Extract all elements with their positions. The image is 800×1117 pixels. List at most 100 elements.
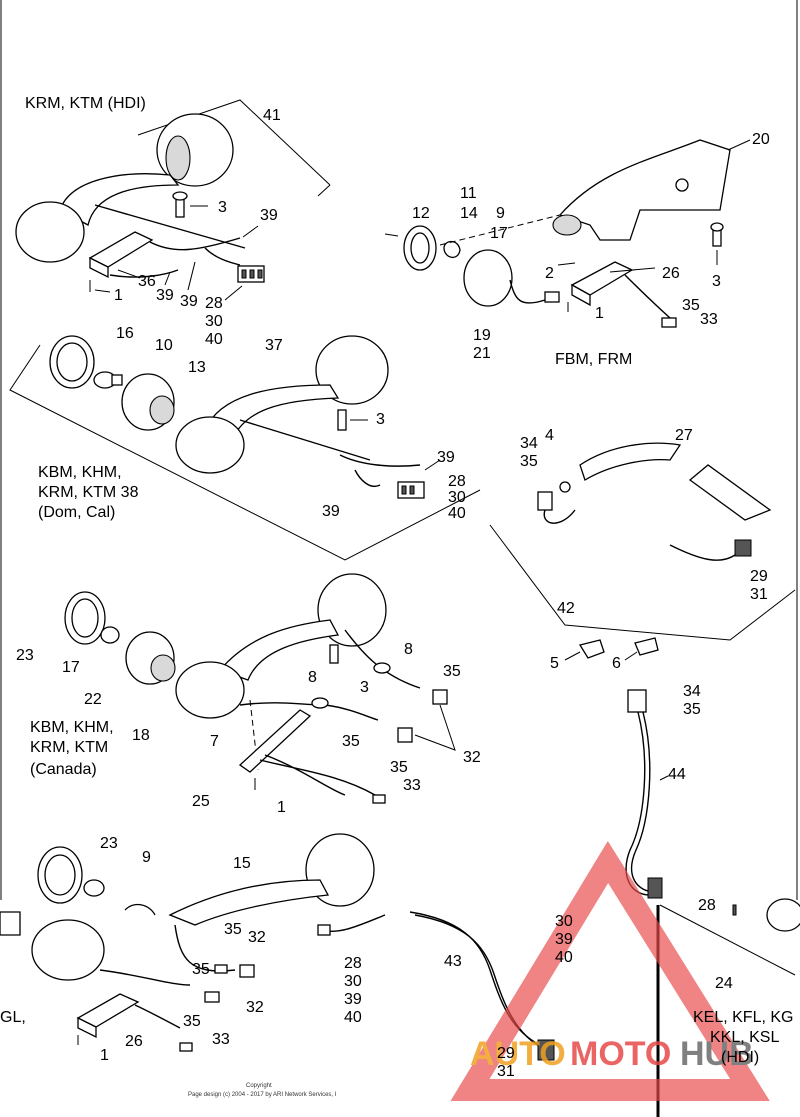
callout-6: 6 xyxy=(612,655,621,672)
callout-40: 40 xyxy=(448,505,466,522)
caption-gl: GL, xyxy=(0,1009,26,1026)
callout-39: 39 xyxy=(437,449,455,466)
watermark-part2: MOTO xyxy=(570,1035,671,1073)
watermark-logo: AUTO MOTO HUB xyxy=(450,840,770,1101)
caption-dom-cal-line2: KRM, KTM 38 xyxy=(38,484,139,501)
callout-35: 35 xyxy=(192,961,210,978)
callout-33: 33 xyxy=(700,311,718,328)
callout-3: 3 xyxy=(376,411,385,428)
callout-35: 35 xyxy=(342,733,360,750)
captions: KRM, KTM (HDI) FBM, FRM KBM, KHM, KRM, K… xyxy=(0,95,793,1066)
callout-35: 35 xyxy=(224,921,242,938)
callout-32: 32 xyxy=(248,929,266,946)
callout-17: 17 xyxy=(62,659,80,676)
callout-3: 3 xyxy=(218,199,227,216)
assembly-15-gl xyxy=(0,833,386,1052)
assembly-41-krm-ktm-hdi xyxy=(15,99,331,301)
callout-35: 35 xyxy=(682,297,700,314)
callouts: 41 3 39 36 1 39 39 28 30 40 20 11 12 14 … xyxy=(16,107,770,1080)
callout-39: 39 xyxy=(344,991,362,1008)
callout-35: 35 xyxy=(183,1013,201,1030)
caption-krm-ktm-hdi: KRM, KTM (HDI) xyxy=(25,95,146,112)
callout-3: 3 xyxy=(360,679,369,696)
watermark-part3: HUB xyxy=(680,1035,754,1073)
callout-7: 7 xyxy=(210,733,219,750)
callout-31: 31 xyxy=(750,586,768,603)
callout-39: 39 xyxy=(322,503,340,520)
callout-19: 19 xyxy=(473,327,491,344)
caption-kel-line3: (HDI) xyxy=(721,1049,759,1066)
callout-40: 40 xyxy=(344,1009,362,1026)
callout-28: 28 xyxy=(698,897,716,914)
callout-35: 35 xyxy=(520,453,538,470)
callout-39: 39 xyxy=(156,287,174,304)
callout-33: 33 xyxy=(212,1031,230,1048)
callout-2: 2 xyxy=(545,265,554,282)
watermark-part1: AUTO xyxy=(470,1035,566,1073)
callout-40: 40 xyxy=(205,331,223,348)
callout-29: 29 xyxy=(750,568,768,585)
assembly-37-dom-cal xyxy=(9,335,481,561)
callout-33: 33 xyxy=(403,777,421,794)
callout-3: 3 xyxy=(712,273,721,290)
caption-canada-line2: KRM, KTM xyxy=(30,739,108,756)
callout-35: 35 xyxy=(390,759,408,776)
callout-9: 9 xyxy=(142,849,151,866)
callout-39: 39 xyxy=(260,207,278,224)
callout-31: 31 xyxy=(497,1063,515,1080)
caption-kel-line1: KEL, KFL, KG xyxy=(693,1009,793,1026)
callout-8: 8 xyxy=(404,641,413,658)
callout-30: 30 xyxy=(344,973,362,990)
callout-28: 28 xyxy=(448,473,466,490)
callout-25: 25 xyxy=(192,793,210,810)
clips-5-6 xyxy=(564,637,659,661)
callout-40: 40 xyxy=(555,949,573,966)
assembly-24-kel xyxy=(659,898,800,976)
callout-13: 13 xyxy=(188,359,206,376)
callout-24: 24 xyxy=(715,975,733,992)
callout-15: 15 xyxy=(233,855,251,872)
caption-fbm-frm: FBM, FRM xyxy=(555,351,632,368)
callout-30: 30 xyxy=(555,913,573,930)
caption-canada-line3: (Canada) xyxy=(30,761,97,778)
callout-28: 28 xyxy=(205,295,223,312)
callout-16: 16 xyxy=(116,325,134,342)
harness-44 xyxy=(625,689,669,899)
callout-17: 17 xyxy=(490,225,508,242)
callout-8: 8 xyxy=(308,669,317,686)
callout-20: 20 xyxy=(752,131,770,148)
callout-35: 35 xyxy=(683,701,701,718)
callout-26: 26 xyxy=(662,265,680,282)
callout-32: 32 xyxy=(463,749,481,766)
page-design-notice: Page design (c) 2004 - 2017 by ARI Netwo… xyxy=(188,1092,337,1098)
caption-dom-cal-line3: (Dom, Cal) xyxy=(38,504,115,521)
callout-44: 44 xyxy=(668,766,686,783)
callout-11: 11 xyxy=(460,185,477,202)
assembly-18-canada xyxy=(64,573,456,804)
callout-32: 32 xyxy=(246,999,264,1016)
callout-30: 30 xyxy=(205,313,223,330)
callout-23: 23 xyxy=(100,835,118,852)
callout-18: 18 xyxy=(132,727,150,744)
callout-34: 34 xyxy=(520,435,538,452)
callout-12: 12 xyxy=(412,205,430,222)
footer: Copyright Page design (c) 2004 - 2017 by… xyxy=(188,1083,337,1098)
callout-1: 1 xyxy=(277,799,286,816)
caption-kel-line2: KKL, KSL xyxy=(710,1029,779,1046)
callout-14: 14 xyxy=(460,205,478,222)
callout-42: 42 xyxy=(557,600,575,617)
callout-39: 39 xyxy=(180,293,198,310)
callout-35: 35 xyxy=(443,663,461,680)
callout-21: 21 xyxy=(473,345,491,362)
caption-dom-cal-line1: KBM, KHM, xyxy=(38,464,122,481)
callout-41: 41 xyxy=(263,107,281,124)
callout-1: 1 xyxy=(114,287,123,304)
caption-canada-line1: KBM, KHM, xyxy=(30,719,114,736)
callout-34: 34 xyxy=(683,683,701,700)
callout-37: 37 xyxy=(265,337,283,354)
callout-30: 30 xyxy=(448,489,466,506)
callout-10: 10 xyxy=(155,337,173,354)
assembly-fbm-frm xyxy=(384,139,751,328)
callout-5: 5 xyxy=(550,655,559,672)
